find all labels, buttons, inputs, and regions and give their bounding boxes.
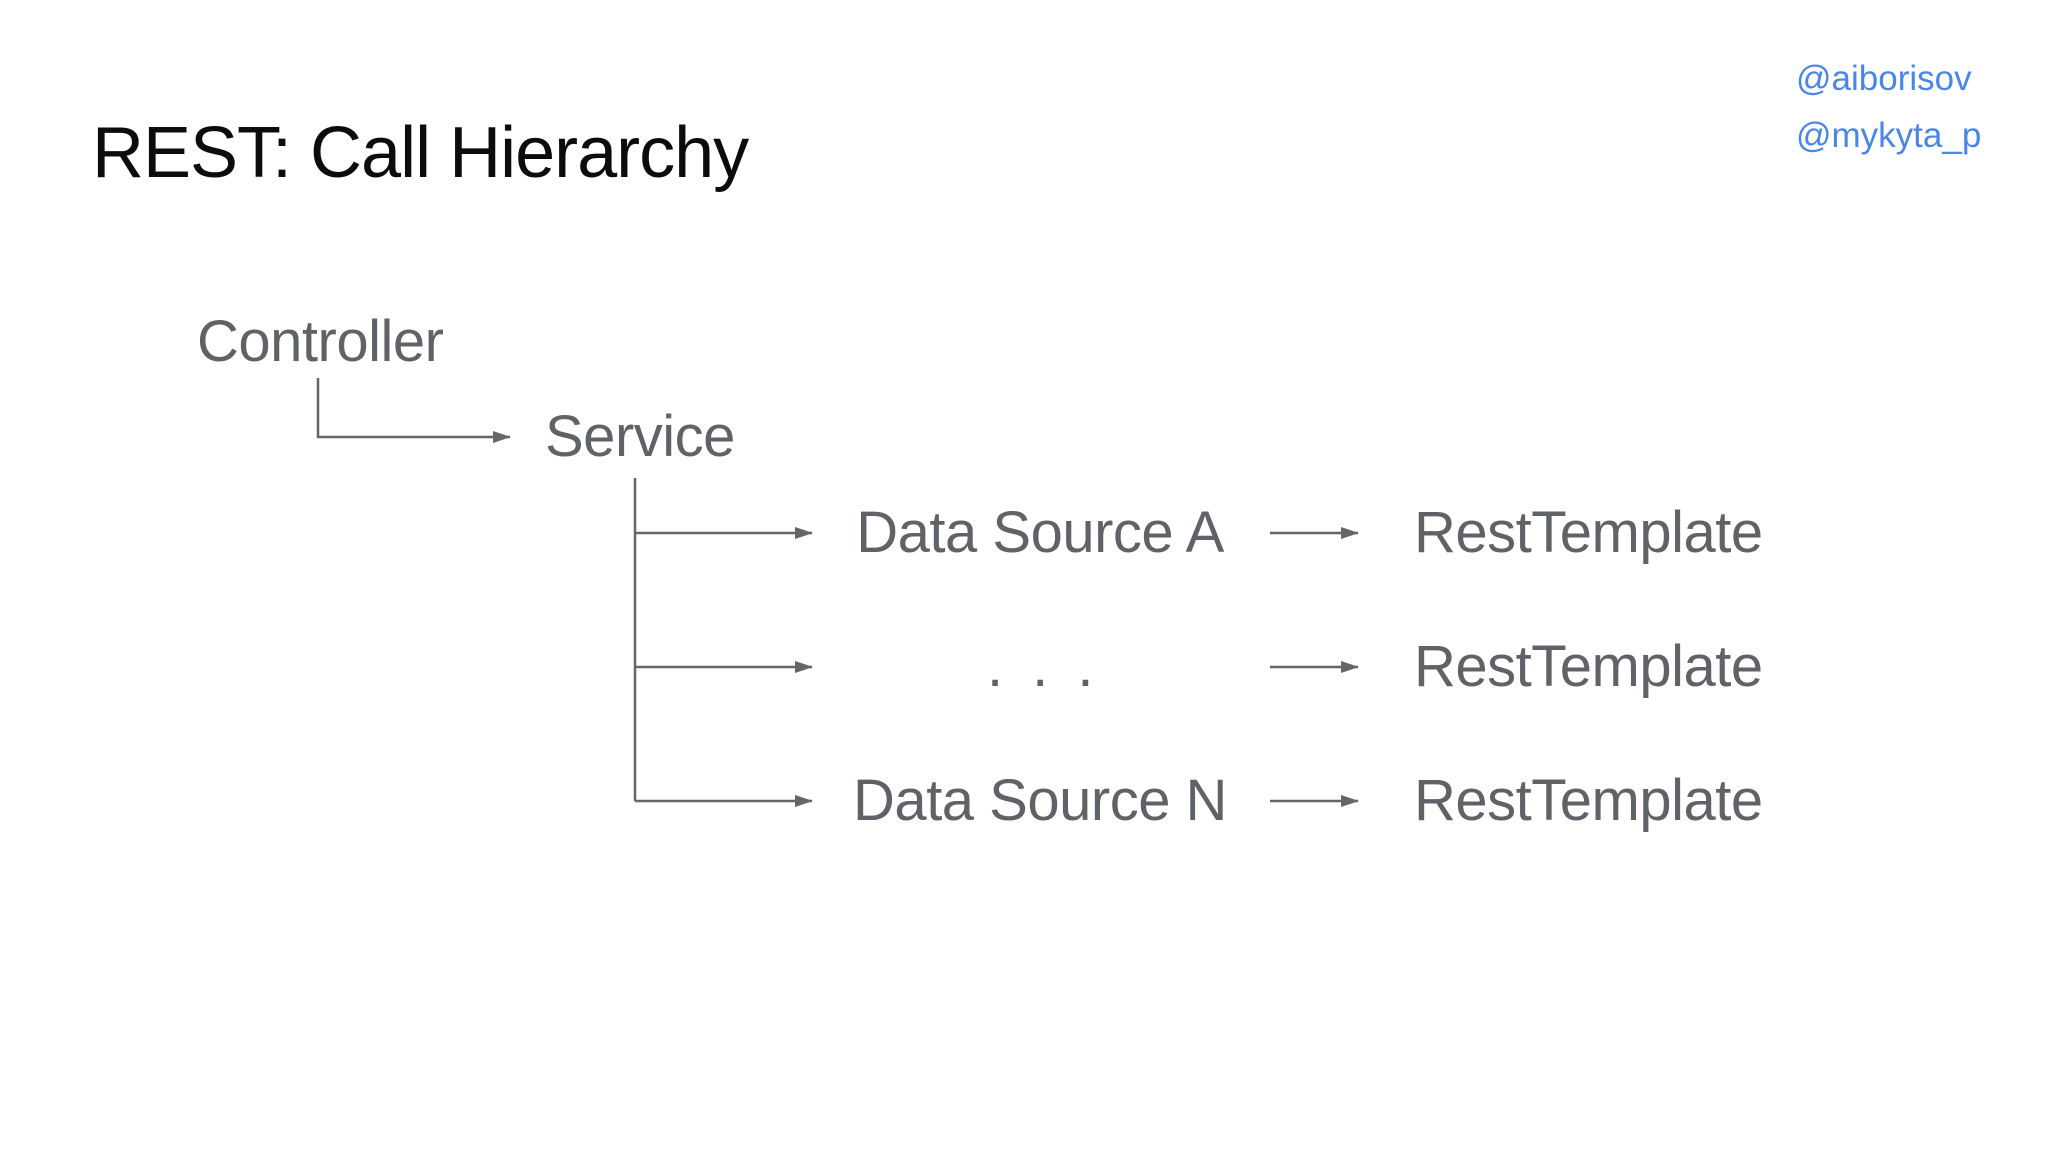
node-label-resttemplate-3: RestTemplate	[1414, 768, 1763, 833]
page-title: REST: Call Hierarchy	[92, 113, 749, 193]
author-handles: @aiborisov @mykyta_p	[1796, 50, 1981, 164]
node-label-controller: Controller	[197, 309, 444, 374]
author-handle-mykyta: @mykyta_p	[1796, 116, 1982, 155]
author-handle-aiborisov: @aiborisov	[1796, 59, 1972, 98]
node-label-resttemplate-1: RestTemplate	[1414, 500, 1763, 565]
node-label-datasource-a: Data Source A	[856, 500, 1224, 565]
node-label-ellipsis: . . .	[986, 634, 1094, 699]
node-label-service: Service	[545, 404, 735, 469]
connector-controller-to-service	[316, 378, 511, 443]
node-label-resttemplate-2: RestTemplate	[1414, 634, 1763, 699]
node-label-datasource-n: Data Source N	[853, 768, 1227, 833]
